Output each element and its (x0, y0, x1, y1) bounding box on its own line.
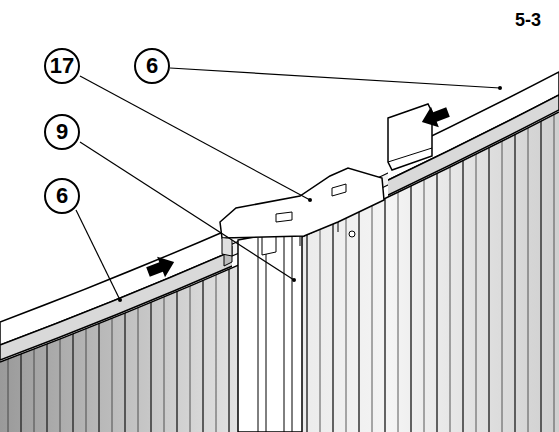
top-rail-right (388, 72, 559, 360)
wall-rib (514, 0, 516, 432)
wall-rib (358, 0, 360, 432)
wall-rib (436, 0, 438, 432)
wall-rib (112, 0, 113, 432)
wall-rib (98, 0, 100, 432)
wall-rib (462, 0, 464, 432)
wall-rib (34, 0, 35, 432)
wall-rib (176, 0, 178, 432)
wall-rib (502, 0, 503, 432)
callout-number: 17 (44, 48, 80, 84)
wall-rib (20, 0, 22, 432)
wall-rib (528, 0, 529, 432)
direction-arrow (144, 252, 178, 283)
wall-rib (540, 0, 542, 432)
wall-rib (8, 0, 9, 432)
wall-rib (476, 0, 477, 432)
wall-rib (554, 0, 555, 432)
wall-rib (410, 0, 412, 432)
wall-rib (86, 0, 87, 432)
callout-number: 9 (44, 114, 80, 150)
wall-rib (424, 0, 425, 432)
wall-rib (216, 0, 217, 432)
upright-post (238, 228, 302, 432)
figure-number: 5-3 (515, 10, 541, 31)
callout-number: 6 (134, 48, 170, 84)
rail-sleeve (388, 104, 432, 170)
top-cap (220, 168, 384, 256)
wall-rib (450, 0, 451, 432)
wall-rib (384, 0, 386, 432)
top-rail-left (0, 72, 232, 360)
wall-rib (372, 0, 373, 432)
wall-rib (488, 0, 490, 432)
leader-lines (76, 68, 500, 300)
wall-rib (202, 0, 204, 432)
callout-number: 6 (44, 178, 80, 214)
wall-rib (398, 0, 399, 432)
direction-arrow (418, 102, 452, 133)
wall-rib (190, 0, 191, 432)
wall-rib (124, 0, 126, 432)
